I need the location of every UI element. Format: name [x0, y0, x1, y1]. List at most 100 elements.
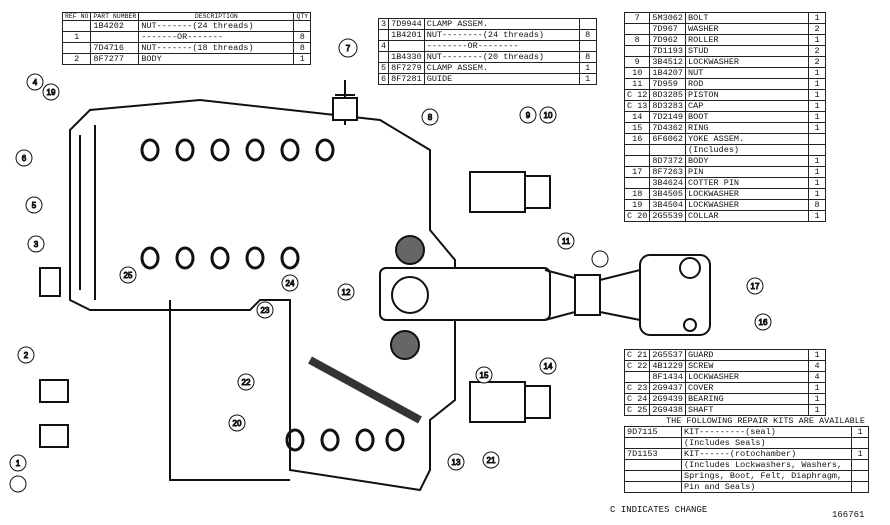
callout-18	[9, 475, 27, 493]
cell-desc: STUD	[685, 45, 810, 57]
kit-row: Pin and Seals)	[624, 481, 869, 493]
cell-desc: (Includes)	[685, 144, 810, 156]
cell-desc: NUT	[685, 67, 810, 79]
cell-qty: 1	[808, 78, 827, 90]
table-row: 1-------OR-------8	[61, 31, 312, 43]
cell-pn: 2G9438	[649, 404, 687, 416]
callout-25: 25	[119, 266, 137, 284]
svg-text:2: 2	[24, 351, 29, 360]
cell-pn: 2G9439	[649, 393, 687, 405]
header-part-number: PART NUMBER	[90, 12, 140, 21]
cell-qty: 1	[808, 34, 827, 46]
cell-pn: 2G5537	[649, 349, 687, 361]
cell-pn: 2G9437	[649, 382, 687, 394]
cell-qty: 2	[808, 56, 827, 68]
kit-cell-desc: (Includes Lockwashers, Washers,	[681, 459, 852, 471]
callout-16: 16	[754, 313, 772, 331]
cell-no	[623, 155, 651, 167]
cell-no: 7	[623, 12, 651, 24]
cell-no: C 23	[623, 382, 651, 394]
callout-10: 10	[539, 106, 557, 124]
svg-text:20: 20	[233, 419, 242, 428]
cell-no: C 21	[623, 349, 651, 361]
svg-text:17: 17	[751, 282, 760, 291]
cell-desc: PIN	[685, 166, 810, 178]
cell-desc: LOCKWASHER	[685, 56, 810, 68]
cell-no: 18	[623, 188, 651, 200]
cell-desc: BOLT	[685, 12, 810, 24]
svg-text:3: 3	[34, 240, 39, 249]
cell-pn: 3B4505	[649, 188, 687, 200]
cell-qty: 1	[808, 100, 827, 112]
cell-no: 14	[623, 111, 651, 123]
header-description: DESCRIPTION	[138, 12, 295, 21]
svg-text:8: 8	[428, 113, 433, 122]
cell-no: 15	[623, 122, 651, 134]
kit-cell-pn: 9D7115	[624, 426, 682, 438]
cell-pn: 6F6062	[649, 133, 687, 145]
cell-no: C 13	[623, 100, 651, 112]
kit-cell-desc: (Includes Seals)	[681, 437, 852, 449]
table-row: (Includes)	[623, 144, 827, 156]
cell-desc: COLLAR	[685, 210, 810, 222]
cell-pn: 7D4362	[649, 122, 687, 134]
kit-row: (Includes Seals)	[624, 437, 869, 449]
callout-1: 1	[9, 454, 27, 472]
svg-text:22: 22	[242, 378, 251, 387]
cell-desc: BOOT	[685, 111, 810, 123]
svg-text:25: 25	[124, 271, 133, 280]
cell-no: 8	[623, 34, 651, 46]
callout-20: 20	[228, 414, 246, 432]
cell-qty: 1	[808, 177, 827, 189]
cell-pn: 8D7372	[649, 155, 687, 167]
cell-qty: 1	[808, 12, 827, 24]
cell-pn: 7D962	[649, 34, 687, 46]
cell-no: 9	[623, 56, 651, 68]
kit-row: Springs, Boot, Felt, Diaphragm,	[624, 470, 869, 482]
cell-pn: 7D2149	[649, 111, 687, 123]
cell-no	[623, 371, 651, 383]
cell-qty: 1	[808, 404, 827, 416]
callout-23: 23	[256, 301, 274, 319]
cell-desc: RING	[685, 122, 810, 134]
cell-desc: COVER	[685, 382, 810, 394]
cell-desc: GUARD	[685, 349, 810, 361]
svg-text:7: 7	[346, 44, 351, 53]
callout-21: 21	[482, 451, 500, 469]
svg-text:21: 21	[487, 456, 496, 465]
cell-pn: 8F7263	[649, 166, 687, 178]
callout-7: 7	[338, 38, 358, 58]
cell-qty	[808, 133, 827, 145]
change-note: C INDICATES CHANGE	[610, 505, 708, 515]
svg-text:10: 10	[544, 111, 553, 120]
cell-qty: 2	[808, 45, 827, 57]
callout-11: 11	[557, 232, 575, 250]
cell-pn: 5M3062	[649, 12, 687, 24]
cell-desc: SCREW	[685, 360, 810, 372]
cell-qty: 1	[808, 188, 827, 200]
callout-5: 5	[25, 196, 43, 214]
